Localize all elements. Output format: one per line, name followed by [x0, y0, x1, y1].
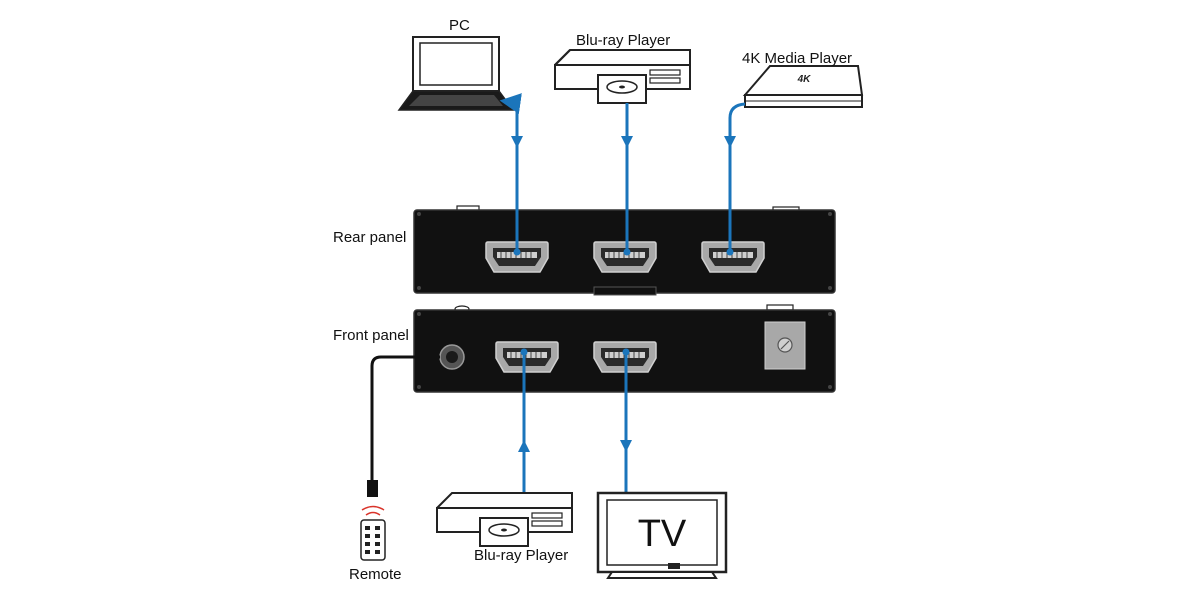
arrow-bluray-down	[621, 136, 633, 148]
bluray-player-top-icon	[554, 49, 691, 104]
remote-signal-waves	[361, 505, 385, 516]
remote-label: Remote	[349, 566, 402, 583]
rear-hdmi-port-2	[593, 241, 657, 273]
media-player-label: 4K Media Player	[742, 50, 853, 67]
power-port	[764, 321, 806, 370]
cable-media-to-rear	[728, 102, 746, 252]
arrow-media-down	[724, 136, 736, 148]
pc-laptop-icon	[397, 36, 515, 111]
cable-endpoints	[513, 248, 734, 356]
front-hdmi-input-port	[495, 341, 559, 373]
front-panel-label: Front panel	[333, 327, 409, 344]
cable-pc-to-rear	[499, 93, 522, 252]
rear-panel-label: Rear panel	[333, 229, 407, 246]
rear-hdmi-port-3	[701, 241, 765, 273]
bluray-bottom-label: Blu-ray Player	[474, 547, 569, 564]
pc-label: PC	[449, 17, 470, 34]
media-player-badge: 4K	[797, 74, 812, 85]
media-player-icon: 4K	[742, 65, 864, 108]
ir-cable	[367, 355, 440, 497]
remote-icon	[360, 505, 386, 561]
ir-receiver-jack	[439, 344, 465, 370]
arrow-bluray-up	[518, 440, 530, 452]
arrow-tv-down	[620, 440, 632, 452]
tv-screen-label: TV	[638, 513, 687, 555]
bluray-top-label: Blu-ray Player	[576, 32, 671, 49]
tv-icon: TV	[596, 491, 728, 579]
arrowheads	[511, 136, 736, 452]
cables	[499, 93, 746, 492]
bluray-player-bottom-icon	[436, 492, 573, 547]
arrow-pc-down	[511, 136, 523, 148]
